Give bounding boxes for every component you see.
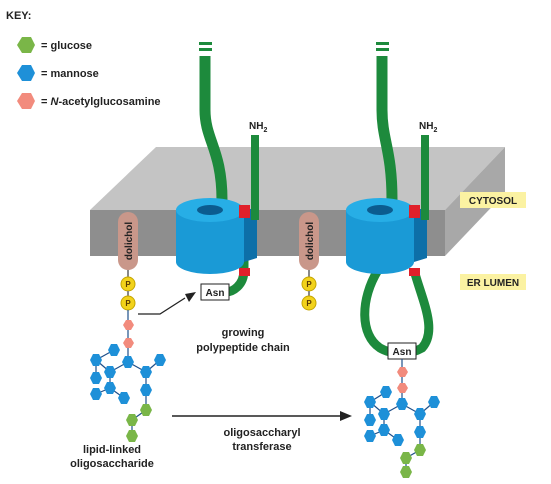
svg-text:P: P bbox=[306, 299, 312, 308]
lipid-linked-label-line2: oligosaccharide bbox=[70, 458, 154, 470]
transferase-label-line1: oligosaccharyl bbox=[223, 427, 300, 439]
transferase-label-line2: transferase bbox=[232, 441, 291, 453]
right-nh2-label: NH2 bbox=[419, 121, 437, 134]
left-glucose-3 bbox=[126, 430, 138, 442]
right-dolichol: dolichol bbox=[299, 212, 319, 270]
left-mannose-7 bbox=[104, 382, 116, 394]
right-glcnac-1 bbox=[397, 367, 408, 377]
growing-chain-label-line2: polypeptide chain bbox=[196, 342, 290, 354]
transfer-target-arrowhead bbox=[185, 292, 196, 302]
left-asn-label: Asn bbox=[206, 288, 225, 299]
er-membrane bbox=[90, 147, 505, 256]
left-glcnac-1 bbox=[123, 320, 134, 330]
left-mannose-2 bbox=[104, 366, 116, 378]
left-asn-box bbox=[200, 283, 230, 301]
left-glucose-1 bbox=[140, 404, 152, 416]
left-mannose-10 bbox=[154, 354, 166, 366]
right-mannose-9 bbox=[392, 434, 404, 446]
left-mannose-1 bbox=[122, 356, 134, 368]
transferase-arrowhead bbox=[340, 411, 352, 421]
n-acetylglucosamine-key-icon bbox=[17, 93, 35, 109]
left-glcnac-2 bbox=[123, 338, 134, 348]
svg-text:dolichol: dolichol bbox=[124, 222, 135, 261]
er-lumen-label: ER LUMEN bbox=[460, 274, 526, 290]
growing-chain-label-line1: growing bbox=[222, 327, 265, 339]
right-glucose-1 bbox=[414, 444, 426, 456]
left-glucose-2 bbox=[126, 414, 138, 426]
svg-text:ER LUMEN: ER LUMEN bbox=[467, 278, 519, 289]
svg-text:P: P bbox=[306, 280, 312, 289]
key-label-mannose: = mannose bbox=[41, 68, 99, 80]
right-mannose-1 bbox=[396, 398, 408, 410]
right-mannose-8 bbox=[364, 430, 376, 442]
left-mannose-8 bbox=[90, 388, 102, 400]
right-oligosaccharide bbox=[364, 359, 440, 478]
left-oligosaccharide bbox=[90, 310, 166, 442]
right-mannose-4 bbox=[364, 396, 376, 408]
glucose-key-icon bbox=[17, 37, 35, 53]
lipid-linked-label-line1: lipid-linked bbox=[83, 444, 141, 456]
key-title: KEY: bbox=[6, 10, 31, 22]
left-mannose-4 bbox=[90, 354, 102, 366]
left-translocon bbox=[176, 198, 257, 276]
right-mannose-5 bbox=[380, 386, 392, 398]
right-asn-label: Asn bbox=[393, 347, 412, 358]
cytosol-label: CYTOSOL bbox=[460, 192, 526, 208]
right-translocon bbox=[346, 198, 427, 276]
mannose-key-icon bbox=[17, 65, 35, 81]
membrane-top-face bbox=[90, 147, 505, 210]
svg-text:P: P bbox=[125, 280, 131, 289]
right-glucose-2 bbox=[400, 452, 412, 464]
left-mannose-9 bbox=[118, 392, 130, 404]
left-mannose-11 bbox=[140, 384, 152, 396]
svg-text:CYTOSOL: CYTOSOL bbox=[469, 196, 517, 207]
left-nh2-label: NH2 bbox=[249, 121, 267, 134]
left-dolichol: dolichol bbox=[118, 212, 138, 270]
left-mannose-6 bbox=[90, 372, 102, 384]
key-label-glucose: = glucose bbox=[41, 40, 92, 52]
transfer-target-arrow bbox=[138, 297, 186, 315]
right-mannose-6 bbox=[364, 414, 376, 426]
svg-text:P: P bbox=[125, 299, 131, 308]
key: KEY: = glucose = mannose = N-acetylgluco… bbox=[6, 10, 161, 109]
right-mannose-3 bbox=[414, 408, 426, 420]
right-phosphate-2 bbox=[301, 295, 317, 311]
left-mannose-5 bbox=[108, 344, 120, 356]
right-glcnac-2 bbox=[397, 383, 408, 393]
right-mannose-11 bbox=[414, 426, 426, 438]
right-mannose-10 bbox=[428, 396, 440, 408]
right-glucose-3 bbox=[400, 466, 412, 478]
right-mannose-2 bbox=[378, 408, 390, 420]
left-mannose-3 bbox=[140, 366, 152, 378]
key-label-n-acetylglucosamine: = N-acetylglucosamine bbox=[41, 96, 161, 108]
svg-text:dolichol: dolichol bbox=[305, 222, 316, 261]
right-mannose-7 bbox=[378, 424, 390, 436]
